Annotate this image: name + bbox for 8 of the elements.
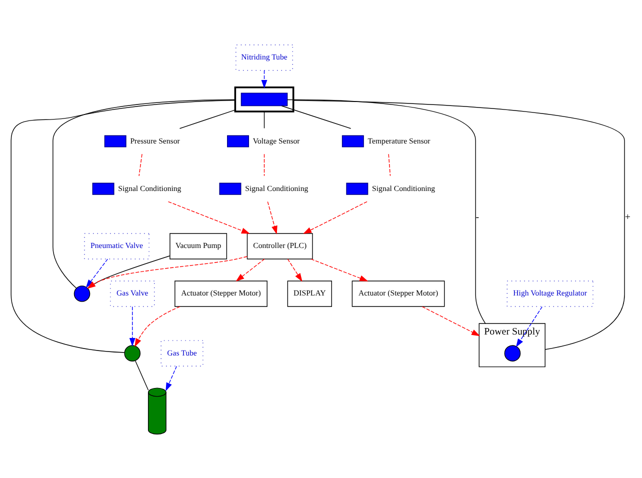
node-label: Signal Conditioning [372,183,436,192]
node-label: Pressure Sensor [130,136,180,145]
edge-label: + [624,212,631,223]
node-label: Signal Conditioning [245,183,308,192]
node-label: Signal Conditioning [118,183,182,192]
edge-label: - [476,212,480,223]
node-label: Voltage Sensor [252,136,300,145]
node-label: Temperature Sensor [368,136,430,145]
